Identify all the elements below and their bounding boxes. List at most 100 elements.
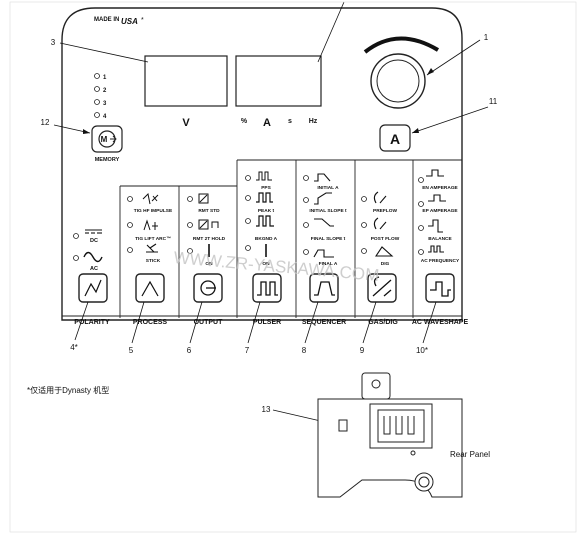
led-seq-initial-a [303, 175, 309, 181]
amperage-button[interactable] [379, 124, 411, 152]
callout-6: 6 [187, 346, 192, 355]
ac-sine-icon [83, 251, 103, 263]
made-in-label: MADE IN [94, 17, 119, 23]
callout-13: 13 [262, 405, 271, 414]
figure-frame [9, 1, 577, 533]
section-label-ac-waveshape: AC WAVESHAPE [412, 319, 469, 326]
led-output-rmt-std [187, 196, 193, 202]
amperage-button-label: A [390, 131, 400, 147]
final-slope-icon [314, 218, 334, 227]
callout-5: 5 [129, 346, 134, 355]
dig-icon [374, 246, 394, 257]
section-label-output: OUTPUT [194, 319, 224, 326]
process-tig-hf-label: TIG HF IMPULSE [134, 208, 173, 214]
memory-slot-1: 1 [103, 75, 107, 81]
en-amperage-icon [426, 169, 444, 177]
process-select-button[interactable] [135, 273, 165, 303]
process-tig-lift-label: TIG LIFT ARC™ [135, 236, 171, 242]
led-seq-final-a [303, 249, 309, 255]
gas-dig-label: DIG [381, 261, 390, 267]
rear-panel-drawing [317, 372, 463, 498]
meter-unit-amps: A [263, 117, 271, 129]
section-label-pulser: PULSER [253, 319, 281, 326]
gas-postflow-label: POST FLOW [371, 236, 400, 242]
ac-balance-label: BALANCE [428, 236, 452, 242]
asterisk: * [141, 17, 144, 24]
callout-3: 3 [51, 38, 56, 47]
seq-final-slope-label: FINAL SLOPE t [311, 236, 346, 242]
ac-frequency-icon [428, 245, 444, 253]
pulser-bkgnd-label: BKGND A [255, 236, 278, 242]
amperage-meter-display [235, 55, 322, 107]
callout-12: 12 [41, 118, 50, 127]
led-polarity-dc [73, 233, 79, 239]
callout-4: 4* [70, 343, 78, 352]
process-stick-label: STICK [146, 258, 161, 264]
section-label-polarity: POLARITY [74, 319, 110, 326]
sequencer-select-button[interactable] [309, 273, 339, 303]
control-knob-inner[interactable] [376, 59, 420, 103]
meter-unit-percent: % [241, 118, 248, 125]
knob-arc-indicator [363, 36, 440, 54]
bkgnd-icon [256, 215, 274, 227]
led-gas-postflow [361, 222, 367, 228]
output-on-label: ON [205, 261, 213, 267]
memory-slot-2: 2 [103, 88, 107, 94]
section-label-gas-dig: GAS/DIG [368, 319, 398, 326]
led-output-on [187, 248, 193, 254]
pulser-select-button[interactable] [252, 273, 282, 303]
led-output-rmt-2t [187, 222, 193, 228]
gas-dig-select-button[interactable] [367, 273, 397, 303]
ac-en-amperage-label: EN AMPERAGE [422, 185, 458, 191]
callout-8: 8 [302, 346, 307, 355]
memory-button-label: M [101, 135, 108, 144]
polarity-ac-label: AC [90, 266, 98, 272]
gas-preflow-label: PREFLOW [373, 208, 397, 214]
led-ac-frequency [418, 249, 424, 255]
section-dividers [119, 159, 462, 318]
peak-icon [256, 192, 273, 203]
stick-icon [146, 243, 158, 253]
polarity-select-button[interactable] [78, 273, 108, 303]
led-process-stick [127, 247, 133, 253]
led-ac-en [418, 177, 424, 183]
led-ac-balance [418, 225, 424, 231]
led-gas-preflow [361, 196, 367, 202]
memory-slot-4: 4 [103, 114, 107, 120]
voltage-meter-display [144, 55, 228, 107]
seq-initial-slope-label: INITIAL SLOPE t [309, 208, 347, 214]
led-dig [361, 248, 367, 254]
ac-waveshape-select-button[interactable] [425, 273, 455, 303]
section-label-sequencer: SEQUENCER [302, 319, 346, 326]
led-pulser-pps [245, 175, 251, 181]
ac-frequency-label: AC FREQUENCY [421, 258, 460, 264]
output-select-button[interactable] [193, 273, 223, 303]
led-ac-ep [418, 201, 424, 207]
led-pulser-bkgnd [245, 218, 251, 224]
led-process-lift [127, 222, 133, 228]
made-in-flag-logo: USA [121, 17, 138, 26]
postflow-icon [373, 217, 387, 230]
initial-slope-icon [314, 192, 332, 205]
pulser-pps-label: PPS [261, 185, 271, 191]
final-a-icon [313, 249, 334, 258]
pps-icon [256, 171, 272, 181]
meter-unit-seconds: s [288, 118, 292, 125]
ep-amperage-icon [428, 194, 446, 202]
footnote: *仅适用于Dynasty 机型 [27, 385, 109, 395]
pulser-peak-label: PEAK t [258, 208, 275, 214]
preflow-icon [373, 191, 387, 204]
output-rmt-2t-label: RMT 2T HOLD [193, 236, 226, 242]
balance-icon [428, 219, 443, 233]
dc-symbol-icon [85, 229, 102, 234]
seq-final-a-label: FINAL A [319, 261, 338, 267]
callout-9: 9 [360, 346, 365, 355]
pulser-on-label: ON [262, 261, 270, 267]
memory-slot-3: 3 [103, 101, 107, 107]
led-seq-initial-slope [303, 197, 309, 203]
led-seq-final-slope [303, 222, 309, 228]
led-pulser-peak [245, 195, 251, 201]
callout-10: 10* [416, 346, 428, 355]
memory-label: MEMORY [95, 157, 120, 163]
